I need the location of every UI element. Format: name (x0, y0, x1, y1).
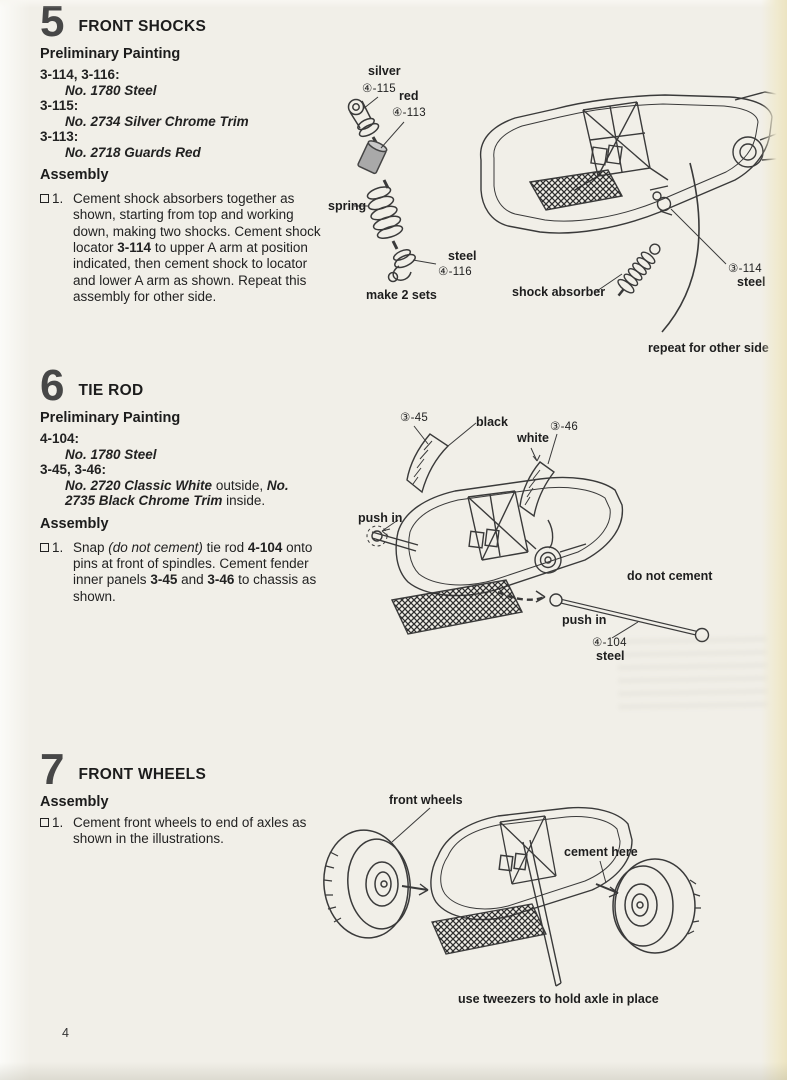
page-number: 4 (62, 1026, 69, 1040)
part-callout-3-46: ③-46 (550, 421, 579, 433)
part-callout-3-45: ③-45 (400, 412, 429, 424)
step6-assembly-text: Snap (do not cement) tie rod 4-104 onto … (73, 539, 317, 604)
shock-exploded-drawing (347, 96, 437, 283)
step5-diagram (347, 91, 787, 333)
assembly-marker: 1. (40, 540, 73, 605)
step7-assembly-text: Cement front wheels to end of axles as s… (73, 815, 307, 847)
scan-edge-bottom (0, 1062, 787, 1080)
part-callout-4-116: ④-116 (438, 266, 472, 278)
label-cement-here: cement here (564, 845, 638, 859)
paint-color: No. 2718 Guards Red (65, 144, 201, 160)
label-red: red (399, 89, 419, 103)
step6-assembly-item: 1. Snap (do not cement) tie rod 4-104 on… (40, 540, 330, 605)
label-push-in-bottom: push in (562, 613, 607, 627)
step6-title: TIE ROD (78, 382, 144, 400)
step5-paint-list: 3-114, 3-116: No. 1780 Steel 3-115: No. … (40, 67, 330, 160)
paint-parts: 3-45, 3-46: (40, 462, 107, 478)
checkbox-icon (40, 542, 49, 552)
paint-color: No. 1780 Steel (65, 446, 157, 462)
step7-number: 7 (40, 745, 65, 794)
step6-assembly-heading: Assembly (40, 515, 109, 532)
checkbox-icon (40, 194, 49, 204)
assembly-marker: 1. (40, 191, 73, 305)
label-do-not-cement: do not cement (627, 569, 713, 583)
chassis-drawing (479, 91, 787, 333)
step5-assembly-item: 1. Cement shock absorbers together as sh… (40, 191, 330, 305)
label-front-wheels: front wheels (389, 793, 463, 807)
label-rod-steel: steel (596, 649, 625, 663)
step5-number: 5 (40, 0, 65, 46)
label-repeat-other-side: repeat for other side (648, 341, 769, 355)
front-wheels-drawing (323, 806, 701, 987)
step5-assembly-heading: Assembly (40, 167, 109, 184)
label-push-in-left: push in (358, 511, 403, 525)
label-steel: steel (448, 249, 477, 263)
assembly-step-number: 1. (52, 191, 64, 207)
step6-header: 6 TIE ROD (40, 361, 330, 410)
checkbox-icon (40, 818, 49, 828)
label-shock-absorber: shock absorber (512, 285, 606, 299)
paint-color: No. 1780 Steel (65, 82, 157, 98)
step6-text-column: 6 TIE ROD Preliminary Painting 4-104: No… (40, 361, 330, 605)
paint-color: No. 2734 Silver Chrome Trim (65, 113, 249, 129)
paint-parts: 4-104: (40, 431, 80, 447)
step6-paint-list: 4-104: No. 1780 Steel 3-45, 3-46: No. 27… (40, 431, 330, 509)
part-callout-3-114: ③-114 (728, 263, 762, 275)
step7-header: 7 FRONT WHEELS (40, 745, 330, 794)
step5-text-column: 5 FRONT SHOCKS Preliminary Painting 3-11… (40, 0, 330, 305)
step6-painting-heading: Preliminary Painting (40, 410, 181, 427)
step6-diagram (366, 422, 710, 643)
label-black: black (476, 415, 508, 429)
part-callout-4-113: ④-113 (392, 107, 426, 119)
step7-diagram (323, 806, 701, 987)
paint-color: No. 2720 Classic White outside, No. 2735… (65, 477, 289, 509)
step7-assembly-heading: Assembly (40, 794, 109, 811)
step5-header: 5 FRONT SHOCKS (40, 0, 330, 46)
assembly-marker: 1. (40, 815, 73, 848)
part-callout-4-104: ④-104 (592, 637, 627, 649)
assembly-step-number: 1. (52, 815, 64, 831)
label-use-tweezers: use tweezers to hold axle in place (458, 992, 659, 1006)
label-locator-steel: steel (737, 275, 766, 289)
label-spring: spring (328, 199, 367, 213)
paint-parts: 3-113: (40, 129, 79, 145)
step7-text-column: 7 FRONT WHEELS Assembly 1. Cement front … (40, 745, 330, 848)
scan-edge-left (0, 0, 30, 1080)
step5-assembly-text: Cement shock absorbers together as shown… (73, 191, 321, 304)
step6-number: 6 (40, 361, 65, 410)
paint-parts: 3-114, 3-116: (40, 67, 120, 83)
step7-title: FRONT WHEELS (78, 766, 207, 784)
label-make-2-sets: make 2 sets (366, 288, 437, 302)
paint-parts: 3-115: (40, 98, 79, 114)
label-white: white (517, 431, 549, 445)
step7-assembly-item: 1. Cement front wheels to end of axles a… (40, 815, 330, 848)
part-callout-4-115: ④-115 (362, 83, 396, 95)
step5-title: FRONT SHOCKS (78, 18, 207, 36)
tie-rod-drawing (366, 422, 710, 643)
step5-painting-heading: Preliminary Painting (40, 46, 181, 63)
assembly-step-number: 1. (52, 539, 64, 555)
label-silver: silver (368, 64, 401, 78)
